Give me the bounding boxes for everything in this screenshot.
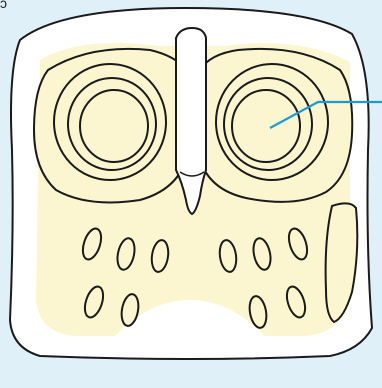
corner-label: ɔ: [0, 0, 7, 10]
left-eye-pupil: [80, 90, 148, 162]
right-eye-pupil: [232, 90, 300, 162]
